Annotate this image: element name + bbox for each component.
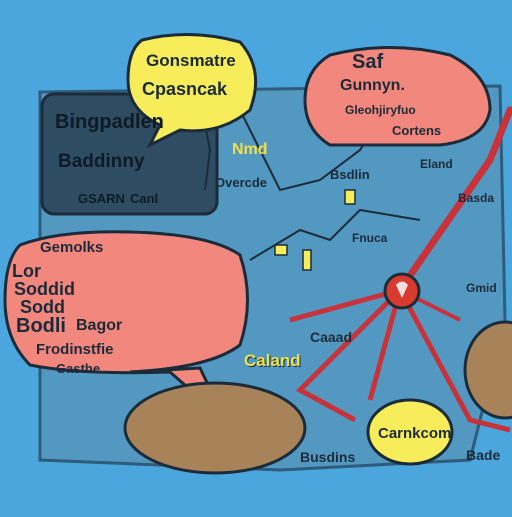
pink-bubble-line: Sodd [20,297,65,317]
dark-panel-line4: Canl [130,191,159,206]
map-label-basda: Basda [458,191,495,205]
pink-bubble-line: Soddid [14,279,75,299]
marker-flag-3 [274,244,288,256]
route-line-upper-right [396,106,512,294]
map-label-eland: Eland [420,157,453,171]
bottom-yellow-bubble [366,398,454,466]
road-thin-2 [249,208,421,261]
top-yellow-bubble-subtitle: Cpasncak [142,79,228,99]
top-pink-bubble [303,46,492,147]
top-pink-bubble-title: Saf [352,51,384,73]
route-line-down [367,289,403,401]
pink-speech-bubble [3,230,249,422]
brown-bubble-right [463,320,512,420]
map-label-nmd: Nmd [232,141,268,158]
top-yellow-bubble [126,32,258,149]
map-label-fnuca: Fnuca [352,231,388,245]
dark-panel-title: Bingpadlen [55,111,164,133]
pink-bubble-line: Gasthe [56,361,101,376]
top-pink-bubble-line4: Cortens [392,123,442,138]
pink-bubble-line: Lor [12,261,41,281]
bottom-left-label: Busdins [300,449,356,465]
top-pink-bubble-line2: Gunnyn. [340,77,405,94]
pink-bubble-line: Bodli [16,315,66,337]
map-label-caaad: Caaad [310,329,353,345]
brown-bubble-bottom [123,381,307,475]
bottom-yellow-bubble-label: Carnkcom [378,425,452,442]
top-yellow-bubble-title: Gonsmatre [146,51,236,70]
route-line-lower-left [295,288,402,423]
location-pin-icon [383,272,421,310]
route-line-lower-right [397,288,511,433]
bottom-right-label: Bade [466,447,501,463]
pink-bubble-line: Frodinstfie [36,341,114,358]
route-line-left [289,287,401,323]
dark-panel-line3: GSARN [78,191,125,206]
map-label-caland: Caland [244,351,301,370]
map-label-bsdlin: Bsdlin [330,167,370,182]
marker-flag-1 [302,249,312,271]
map-label-overcd: Overcde [215,175,268,190]
map-label-gmid: Gmid [466,281,497,295]
marker-flag-2 [344,189,356,205]
dark-panel-subtitle: Baddinny [58,151,145,172]
pink-bubble-line: Bagor [76,317,123,334]
yellow-markers [274,189,356,271]
pink-bubble-line: Gemolks [40,239,104,256]
top-pink-bubble-line3: Gleohjiryfuo [345,103,416,117]
